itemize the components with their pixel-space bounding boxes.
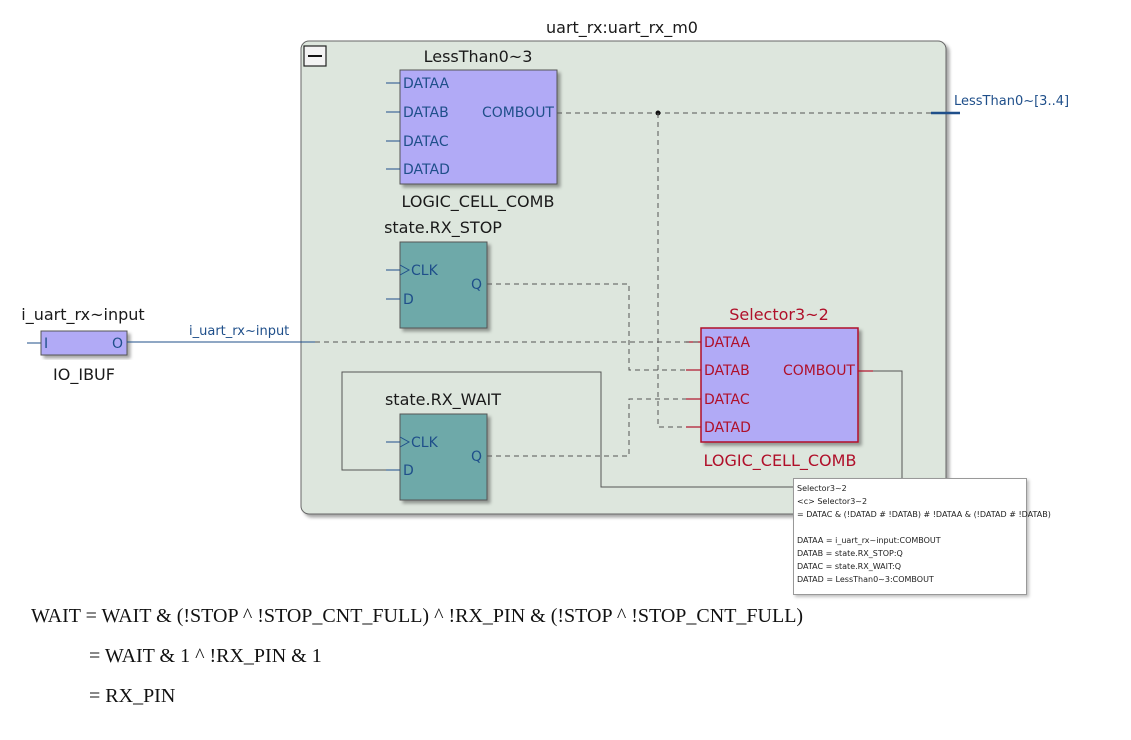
lessthan-pin-datad: DATAD [403,162,450,178]
ibuf-name: i_uart_rx~input [21,305,144,325]
ibuf-pin-o: O [112,336,123,352]
selector-name: Selector3~2 [729,305,829,324]
lessthan-type: LOGIC_CELL_COMB [402,192,555,212]
output-net-label: LessThan0~[3..4] [954,94,1069,109]
lessthan-pin-datac: DATAC [403,134,449,150]
lessthan-cell[interactable] [399,69,558,185]
equation-line-1: WAIT = WAIT & (!STOP ^ !STOP_CNT_FULL) ^… [31,605,804,627]
ibuf-cell[interactable] [40,330,128,356]
collapse-button[interactable] [303,45,327,67]
rx-stop-pin-q: Q [471,277,482,293]
selector-type: LOGIC_CELL_COMB [704,451,857,471]
selector-pin-datac: DATAC [704,392,750,408]
equation-line-3: = RX_PIN [89,685,176,707]
module-title: uart_rx:uart_rx_m0 [546,18,698,38]
selector-pin-combout: COMBOUT [783,363,855,379]
clock-triangle-icon [399,264,411,276]
equation-line-2: = WAIT & 1 ^ !RX_PIN & 1 [89,645,322,667]
tooltip-line: Selector3~2 [797,484,847,493]
tooltip-line: DATAB = state.RX_STOP:Q [797,549,903,558]
tooltip-line: = DATAC & (!DATAD # !DATAB) # !DATAA & (… [797,510,1051,519]
tooltip-line: DATAD = LessThan0~3:COMBOUT [797,575,934,584]
rx-wait-pin-clk: CLK [411,435,439,451]
lessthan-pin-datab: DATAB [403,105,449,121]
lessthan-pin-dataa: DATAA [403,76,449,92]
clock-triangle-icon [399,436,411,448]
selector-pin-datab: DATAB [704,363,750,379]
rx-wait-name: state.RX_WAIT [385,390,501,410]
rx-wait-register[interactable] [399,413,488,501]
rx-stop-pin-clk: CLK [411,263,439,279]
tooltip-line [797,521,1023,534]
selector-pin-dataa: DATAA [704,335,750,351]
rx-wait-pin-q: Q [471,449,482,465]
selector-tooltip: Selector3~2 <c> Selector3~2 = DATAC & (!… [793,478,1051,595]
rx-wait-to-datac-wire[interactable] [487,398,700,457]
lessthan-name: LessThan0~3 [424,47,533,66]
rx-stop-name: state.RX_STOP [384,218,502,238]
ibuf-net-label: i_uart_rx~input [189,324,289,339]
lessthan-input-pins [386,82,400,170]
lessthan-pin-combout: COMBOUT [482,105,554,121]
selector-pin-datad: DATAD [704,420,751,436]
ibuf-type: IO_IBUF [53,365,115,385]
rx-stop-register[interactable] [399,241,488,329]
tooltip-line: <c> Selector3~2 [797,497,868,506]
rx-wait-pin-d: D [403,463,414,479]
rx-stop-to-datab-wire[interactable] [487,283,700,371]
selector-feedback-wire[interactable] [341,370,903,488]
tooltip-line: DATAA = i_uart_rx~input:COMBOUT [797,536,941,545]
ibuf-pin-i: I [44,336,48,352]
selector-cell[interactable] [700,327,859,443]
tooltip-line: DATAC = state.RX_WAIT:Q [797,562,901,571]
rx-stop-pin-d: D [403,292,414,308]
